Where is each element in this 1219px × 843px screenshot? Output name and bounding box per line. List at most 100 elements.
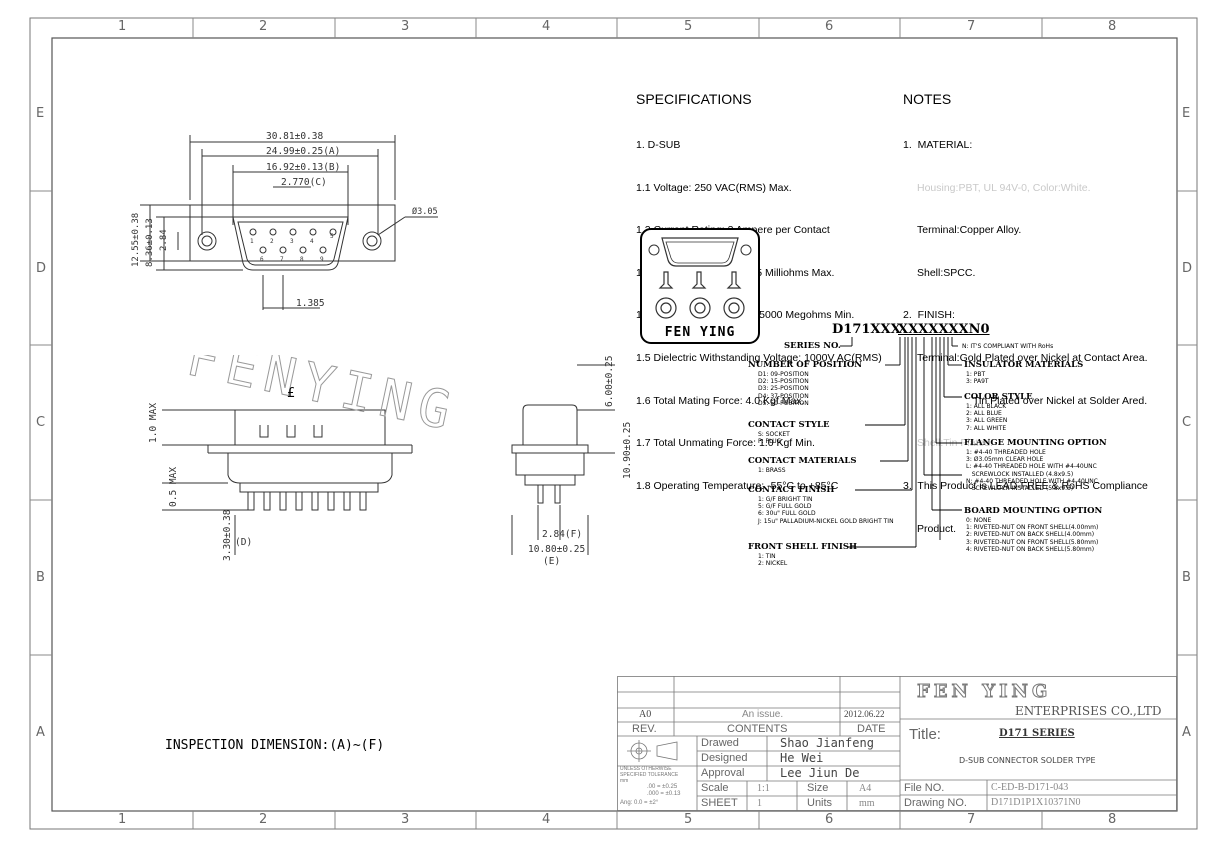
tolerance-4: .00 = ±0.25: [647, 784, 678, 790]
pn-contact-finish: 1: G/F BRIGHT TIN 5: G/F FULL GOLD 6: 30…: [758, 496, 894, 525]
notes-title: NOTES: [903, 91, 952, 108]
tolerance-2: SPECIFIED TOLERANCE: [620, 772, 679, 778]
grid-col-3-bottom: 3: [401, 812, 410, 827]
dim-b: 16.92±0.13(B): [266, 162, 340, 173]
pn-color-label: COLOR STYLE: [964, 392, 1033, 402]
spec-line: 1. D-SUB: [636, 139, 681, 152]
grid-row-e-right: E: [1182, 106, 1191, 121]
dim-a: 24.99±0.25(A): [266, 146, 340, 157]
pin-1: 1: [250, 238, 254, 245]
note-material: 1. MATERIAL:: [903, 139, 973, 152]
pn-flange: 1: #4-40 THREADED HOLE 3: Ø3.05mm CLEAR …: [966, 449, 1098, 493]
grid-col-7-bottom: 7: [967, 812, 976, 827]
tolerance-5: .000 = ±0.13: [647, 791, 681, 797]
grid-row-d-left: D: [36, 261, 47, 276]
dim-max1: 1.0 MAX: [148, 403, 159, 443]
dim-e: 10.80±0.25: [528, 544, 585, 555]
designed-label: Designed: [701, 752, 748, 764]
size-label: Size: [807, 782, 829, 794]
dim-f: 2.84(F): [542, 529, 582, 540]
spec-line: 1.1 Voltage: 250 VAC(RMS) Max.: [636, 181, 792, 194]
file-no-value: C-ED-B-D171-043: [991, 782, 1069, 793]
grid-col-6-bottom: 6: [825, 812, 834, 827]
pn-color: 1: ALL BLACK 2: ALL BLUE 3: ALL GREEN 7:…: [966, 403, 1008, 432]
spec-line: 1.6 Total Mating Force: 4.0 Kgf Max.: [636, 394, 805, 407]
grid-col-1-bottom: 1: [118, 812, 127, 827]
connector-side-views: FENYING £ 1.0 MAX 0.5 MAX 3.30±0.38 (D) …: [148, 355, 633, 567]
grid-col-6-top: 6: [825, 19, 834, 34]
grid-col-1-top: 1: [118, 19, 127, 34]
dim-h2: 8.36±0.13: [145, 218, 155, 267]
pn-insulator-label: INSULATOR MATERIALS: [964, 360, 1084, 370]
file-no-label: File NO.: [904, 782, 945, 794]
inspection-note: INSPECTION DIMENSION:(A)~(F): [165, 738, 385, 753]
scale-label: Scale: [701, 782, 729, 794]
pn-front-shell: 1: TIN 2: NICKEL: [758, 553, 788, 568]
company-name: FEN YING: [916, 681, 1052, 703]
drawing-no-label: Drawing NO.: [904, 797, 967, 809]
dim-hole: Ø3.05: [412, 206, 438, 217]
pn-contact-materials: 1: BRASS: [758, 467, 786, 474]
pn-series: SERIES NO.: [784, 341, 841, 351]
grid-col-3-top: 3: [401, 19, 410, 34]
title-block: FEN YING ENTERPRISES CO.,LTD A0 An issue…: [617, 676, 1177, 811]
approval-label: Approval: [701, 767, 745, 779]
pin-2: 2: [270, 238, 274, 245]
fen-ying-logo: FEN YING: [640, 228, 760, 344]
note-finish-1: Terminal:Gold Plated over Nickel at Cont…: [917, 352, 1148, 365]
subtitle-value: D-SUB CONNECTOR SOLDER TYPE: [959, 756, 1096, 765]
dim-overall: 30.81±0.38: [266, 131, 323, 142]
contents-header: CONTENTS: [727, 723, 788, 735]
drawing-no-value: D171D1P1X10371N0: [991, 797, 1081, 808]
title-label: Title:: [909, 726, 941, 743]
approval-value: Lee Jiun De: [780, 766, 860, 780]
drawed-label: Drawed: [701, 737, 739, 749]
note-3b: Product.: [917, 522, 957, 535]
dim-side2: 10.90±0.25: [622, 422, 633, 479]
pin-6: 6: [260, 256, 264, 263]
pound-mark: £: [287, 386, 295, 401]
title-block-grid: [617, 676, 1177, 811]
title-value: D171 SERIES: [999, 728, 1075, 739]
connector-front-view: 30.81±0.38 24.99±0.25(A) 16.92±0.13(B) 2…: [131, 131, 438, 310]
grid-col-2-bottom: 2: [259, 812, 268, 827]
units-value: mm: [859, 798, 875, 809]
pn-board-label: BOARD MOUNTING OPTION: [964, 506, 1103, 516]
grid-col-5-top: 5: [684, 19, 693, 34]
pn-contact-style: S: SOCKET P: PLUG: [758, 431, 790, 446]
pn-code-b: XXXXXXXN0: [898, 322, 990, 337]
note-housing: Housing:PBT, UL 94V-0, Color:White.: [917, 181, 1091, 194]
grid-row-d-right: D: [1182, 261, 1193, 276]
pn-contact-materials-label: CONTACT MATERIALS: [748, 456, 857, 466]
dim-c: 2.770(C): [281, 177, 327, 188]
note-3a: 3. This Product is LEAD-FREE & RoHS Comp…: [903, 479, 1148, 492]
pn-leader-lines: [840, 337, 962, 548]
dim-h3: 2.84: [159, 229, 169, 251]
units-label: Units: [807, 797, 833, 809]
rev-content: An issue.: [742, 709, 784, 720]
company-name-2: ENTERPRISES CO.,LTD: [1015, 704, 1162, 718]
pin-8: 8: [300, 256, 304, 263]
pn-positions: D1: 09-POSITION D2: 15-POSITION D3: 25-P…: [758, 371, 809, 407]
rev-header: REV.: [632, 723, 657, 735]
spec-line: 1.7 Total Unmating Force: 1.0 Kgf Min.: [636, 437, 815, 450]
pin-5: 5: [330, 233, 334, 240]
grid-row-b-left: B: [36, 570, 45, 585]
logo-text: FEN YING: [665, 325, 736, 340]
note-shell: Shell:SPCC.: [917, 266, 976, 279]
grid-col-4-top: 4: [542, 19, 551, 34]
pn-positions-label: NUMBER OF POSITION: [748, 360, 863, 370]
pn-contact-style-label: CONTACT STYLE: [748, 420, 830, 430]
drawed-value: Shao Jianfeng: [780, 736, 874, 750]
pn-contact-finish-label: CONTACT FINISH: [748, 485, 835, 495]
spec-line: 1.5 Dielectric Withstanding Voltage: 100…: [636, 352, 882, 365]
dim-h1: 12.55±0.38: [131, 213, 141, 267]
pin-9: 9: [320, 256, 324, 263]
part-number-breakdown: D171XXX XXXXXXXN0 SERIES NO. NUMBER OF P…: [740, 320, 1170, 580]
date-header: DATE: [857, 723, 886, 735]
tolerance-1: UNLESS OTHERWISE: [620, 766, 672, 772]
grid-row-c-right: C: [1182, 415, 1192, 430]
dim-d: 3.30±0.38: [222, 509, 233, 561]
tolerance-3: mm: [620, 778, 629, 784]
